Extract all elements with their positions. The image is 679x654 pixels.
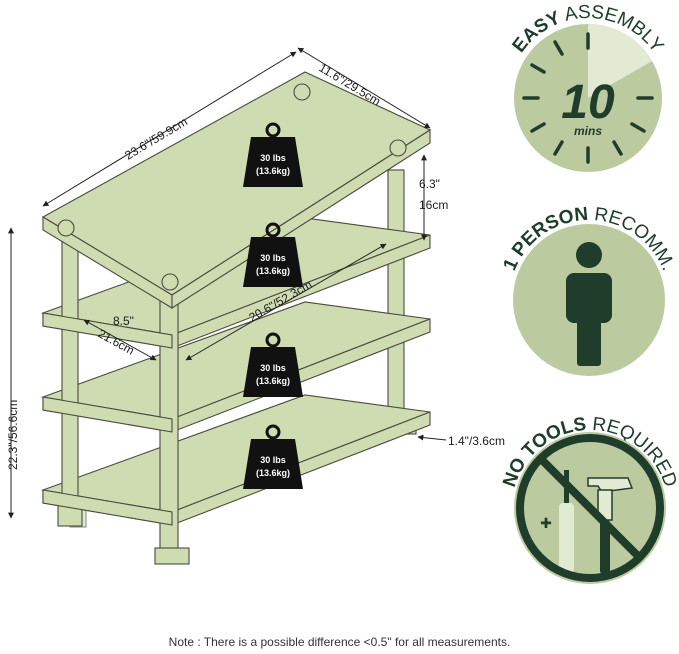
foot-line	[417, 434, 447, 441]
front-left-post	[61, 231, 79, 503]
inner-width-line	[185, 243, 387, 361]
post-cap-fl	[57, 219, 75, 237]
post-cap-fr	[161, 273, 179, 291]
weight-1-kg: (13.6kg)	[256, 166, 290, 176]
foot-label: 1.4"/3.6cm	[448, 434, 505, 448]
weight-4-kg: (13.6kg)	[256, 468, 290, 478]
hammer-icon	[587, 477, 634, 574]
prohibition-slash	[537, 455, 643, 561]
depth-line	[297, 47, 431, 129]
width-line	[42, 51, 297, 207]
weight-2-lbs: 30 lbs	[260, 253, 286, 263]
weight-icon-3: 30 lbs (13.6kg)	[243, 332, 303, 397]
prohibition-ring	[516, 434, 664, 582]
weight-1-lbs: 30 lbs	[260, 153, 286, 163]
plus-icon: ✚	[540, 515, 552, 531]
shelf-gap-label: 6.3"	[419, 177, 440, 191]
shelf-gap-cm-label: 16cm	[419, 198, 448, 212]
dimension-lines	[8, 47, 447, 519]
inner-depth-label: 8.5"	[113, 314, 134, 328]
post-cap-br	[389, 139, 407, 157]
clock-ticks	[522, 32, 654, 164]
weight-icon-4: 30 lbs (13.6kg)	[243, 424, 303, 489]
height-label: 22.3"/56.6cm	[6, 400, 20, 470]
weight-3-kg: (13.6kg)	[256, 376, 290, 386]
weight-icon-1: 30 lbs (13.6kg)	[243, 122, 303, 187]
post-cap-bl	[293, 83, 311, 101]
easy-assembly-badge: EASY ASSEMBLY 10 mins	[509, 2, 668, 172]
back-right-post	[387, 169, 405, 421]
measurement-note: Note : There is a possible difference <0…	[168, 635, 511, 649]
inner-depth-line	[83, 319, 157, 361]
weight-4-lbs: 30 lbs	[260, 455, 286, 465]
front-right-foot	[154, 547, 190, 565]
person-icon	[566, 242, 612, 366]
weight-2-kg: (13.6kg)	[256, 266, 290, 276]
shelf-unit	[40, 71, 432, 565]
clock-elapsed-wedge	[588, 24, 652, 98]
no-tools-badge: NO TOOLS REQUIRED ✚	[499, 414, 679, 584]
weight-3-lbs: 30 lbs	[260, 363, 286, 373]
minutes-unit: mins	[574, 124, 602, 138]
one-person-badge: 1 PERSON RECOMM.	[499, 204, 679, 376]
minutes-number: 10	[561, 76, 615, 129]
weight-icon-2: 30 lbs (13.6kg)	[243, 222, 303, 287]
